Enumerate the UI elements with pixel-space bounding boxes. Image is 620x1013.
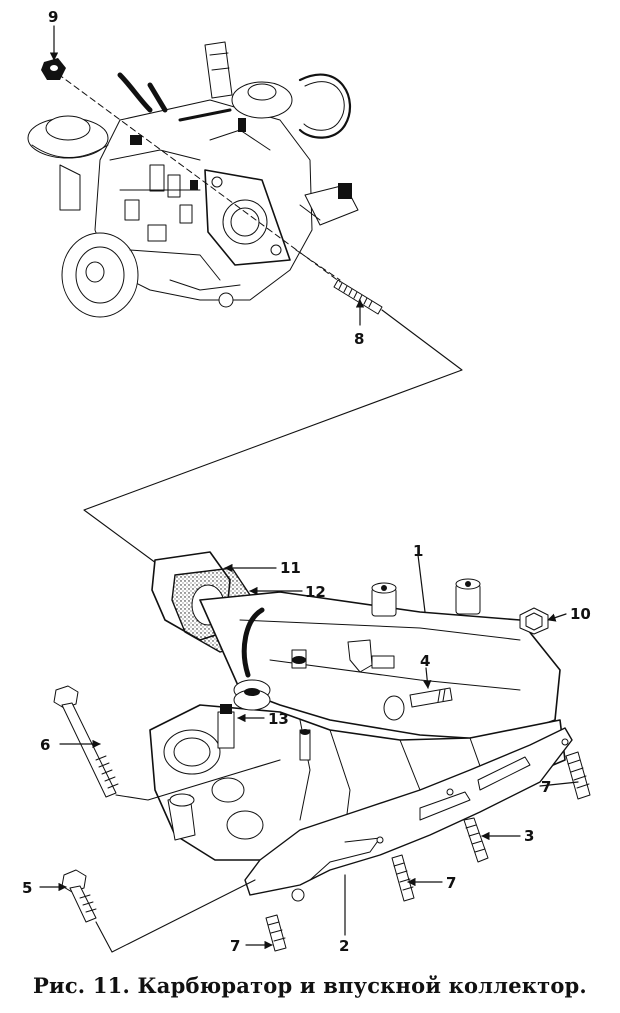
callout-11: 11	[280, 559, 301, 577]
bolt-6	[53, 685, 119, 798]
callout-9: 9	[48, 8, 58, 26]
callout-4: 4	[420, 652, 430, 670]
callout-labels: 9 8 1 11 12 10 4 13 6 7 3 5 7 2 7	[22, 8, 591, 955]
intake-manifold	[149, 551, 566, 861]
stud-7-bottom	[265, 914, 287, 952]
callout-12: 12	[305, 583, 326, 601]
bolt-5	[61, 869, 97, 923]
stud-3	[463, 817, 489, 863]
stud-7-middle	[391, 854, 415, 902]
callout-1: 1	[413, 542, 423, 560]
stud-7-right	[565, 751, 591, 800]
callout-10: 10	[570, 605, 591, 623]
callout-7-right: 7	[541, 778, 551, 796]
carburetor: ​	[27, 41, 383, 318]
manifold-gasket	[244, 727, 573, 902]
callout-6: 6	[40, 736, 50, 754]
stud-8	[333, 279, 383, 315]
callout-7-bottom: 7	[230, 937, 240, 955]
callout-13: 13	[268, 710, 289, 728]
callout-5: 5	[22, 879, 32, 897]
nut-9	[41, 58, 66, 80]
callout-2: 2	[339, 937, 349, 955]
callout-8: 8	[354, 330, 364, 348]
callout-3: 3	[524, 827, 534, 845]
figure-caption: Рис. 11. Карбюратор и впускной коллектор…	[33, 973, 587, 998]
callout-lines	[39, 25, 579, 950]
callout-7-middle: 7	[446, 874, 456, 892]
